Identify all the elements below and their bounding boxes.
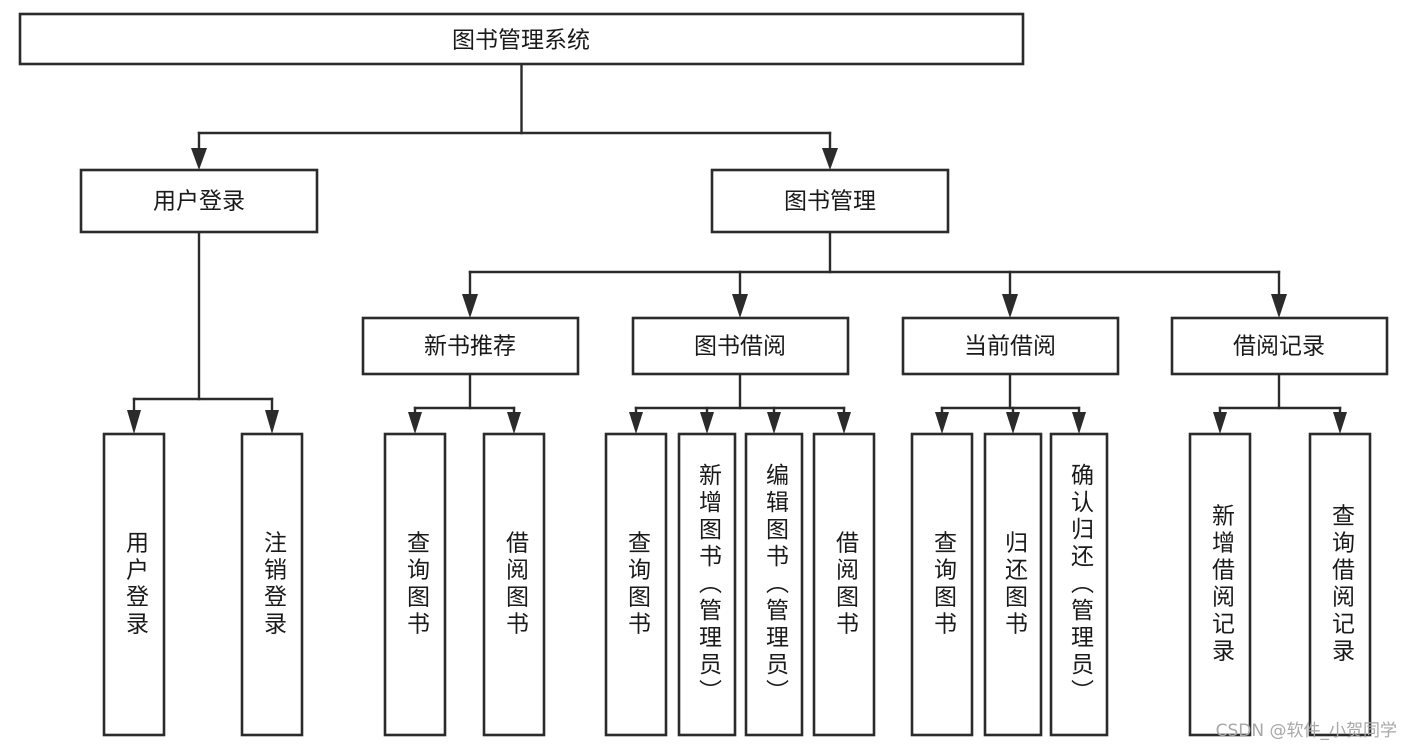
- arrowhead-to-user-login: [191, 148, 207, 170]
- borrow-record-label: 借阅记录: [1233, 334, 1325, 360]
- arrowhead-to-new-book: [462, 294, 478, 318]
- connector-group-record-to-leaves: [1213, 372, 1347, 434]
- leaf-node-borrow-book-nb[interactable]: 借阅图书: [482, 432, 546, 737]
- arrowhead-to-current: [1002, 294, 1018, 318]
- leaf-box-add-borrow-record: [1188, 432, 1252, 737]
- leaf-label-borrow-book-bw: 借阅图书: [832, 531, 860, 639]
- leaf-label-logout: 注销登录: [260, 531, 288, 639]
- node-new-book-recommend[interactable]: 新书推荐: [361, 316, 580, 376]
- leaf-box-borrow-book-nb: [482, 432, 546, 737]
- arrowhead-nb-leaf-1: [408, 412, 422, 434]
- node-root-system[interactable]: 图书管理系统: [18, 12, 1025, 66]
- leaf-node-user-login[interactable]: 用户登录: [102, 432, 166, 737]
- book-management-label: 图书管理: [784, 189, 876, 215]
- leaf-box-logout: [240, 432, 304, 737]
- arrowhead-cu-leaf-1: [935, 412, 949, 434]
- node-book-management[interactable]: 图书管理: [710, 168, 950, 234]
- leaf-node-edit-book-admin[interactable]: 编辑图书（管理员）: [744, 432, 804, 737]
- leaf-node-borrow-book-bw[interactable]: 借阅图书: [812, 432, 876, 737]
- leaf-box-query-book-nb: [383, 432, 447, 737]
- connector-group-current-to-leaves: [935, 372, 1086, 434]
- leaf-node-logout[interactable]: 注销登录: [240, 432, 304, 737]
- leaf-node-return-book[interactable]: 归还图书: [983, 432, 1043, 737]
- leaf-box-edit-book-admin: [744, 432, 804, 737]
- leaf-box-borrow-book-bw: [812, 432, 876, 737]
- current-borrow-label: 当前借阅: [964, 334, 1056, 360]
- arrowhead-bw-leaf-2: [700, 412, 714, 434]
- leaf-label-add-book-admin: 新增图书（管理员）: [695, 463, 723, 706]
- arrowhead-rc-leaf-1: [1213, 412, 1227, 434]
- leaf-box-query-book-cu: [910, 432, 974, 737]
- connector-group-user-login-to-leaves: [127, 230, 279, 434]
- arrowhead-cu-leaf-2: [1006, 412, 1020, 434]
- root-label: 图书管理系统: [452, 28, 590, 54]
- borrow-record-box: [1170, 316, 1389, 376]
- arrowhead-to-book-manage: [822, 148, 838, 170]
- leaf-label-query-book-bw: 查询图书: [624, 531, 652, 639]
- leaf-node-query-book-cu[interactable]: 查询图书: [910, 432, 974, 737]
- arrowhead-leaf-logout: [265, 410, 279, 434]
- arrowhead-to-borrow: [732, 294, 748, 318]
- leaf-box-query-book-bw: [604, 432, 668, 737]
- book-borrow-label: 图书借阅: [694, 334, 786, 360]
- arrowhead-bw-leaf-3: [767, 412, 781, 434]
- leaf-label-query-borrow-record: 查询借阅记录: [1328, 504, 1356, 666]
- leaf-label-user-login: 用户登录: [122, 531, 150, 639]
- leaf-label-confirm-return-admin: 确认归还（管理员）: [1067, 463, 1095, 706]
- leaf-node-confirm-return-admin[interactable]: 确认归还（管理员）: [1049, 432, 1109, 737]
- new-book-recommend-label: 新书推荐: [424, 334, 516, 360]
- new-book-recommend-box: [361, 316, 580, 376]
- book-borrow-box: [631, 316, 850, 376]
- leaf-label-borrow-book-nb: 借阅图书: [502, 531, 530, 639]
- leaf-label-query-book-cu: 查询图书: [930, 531, 958, 639]
- node-current-borrow[interactable]: 当前借阅: [901, 316, 1120, 376]
- leaf-node-query-book-nb[interactable]: 查询图书: [383, 432, 447, 737]
- user-login-label: 用户登录: [153, 189, 245, 215]
- arrowhead-bw-leaf-4: [837, 412, 851, 434]
- arrowhead-leaf-user-login: [127, 410, 141, 434]
- leaf-box-return-book: [983, 432, 1043, 737]
- node-borrow-record[interactable]: 借阅记录: [1170, 316, 1389, 376]
- leaf-node-add-borrow-record[interactable]: 新增借阅记录: [1188, 432, 1252, 737]
- leaf-node-query-borrow-record[interactable]: 查询借阅记录: [1308, 432, 1372, 737]
- arrowhead-nb-leaf-2: [507, 412, 521, 434]
- current-borrow-box: [901, 316, 1120, 376]
- leaf-label-add-borrow-record: 新增借阅记录: [1208, 504, 1236, 666]
- connector-group-book-manage-to-level3: [462, 230, 1287, 318]
- leaf-label-return-book: 归还图书: [1001, 531, 1029, 639]
- leaf-label-edit-book-admin: 编辑图书（管理员）: [762, 463, 790, 706]
- leaf-box-query-borrow-record: [1308, 432, 1372, 737]
- leaf-node-add-book-admin[interactable]: 新增图书（管理员）: [677, 432, 737, 737]
- connector-group-borrow-to-leaves: [629, 372, 851, 434]
- node-book-borrow[interactable]: 图书借阅: [631, 316, 850, 376]
- node-user-login[interactable]: 用户登录: [79, 168, 319, 234]
- arrowhead-to-record: [1271, 294, 1287, 318]
- leaf-node-query-book-bw[interactable]: 查询图书: [604, 432, 668, 737]
- leaf-box-user-login: [102, 432, 166, 737]
- book-management-box: [710, 168, 950, 234]
- user-login-box: [79, 168, 319, 234]
- connector-group-new-book-to-leaves: [408, 372, 521, 434]
- leaf-box-confirm-return-admin: [1049, 432, 1109, 737]
- connector-group-root-to-level2: [191, 62, 838, 170]
- arrowhead-bw-leaf-1: [629, 412, 643, 434]
- root-box: [18, 12, 1025, 66]
- arrowhead-rc-leaf-2: [1333, 412, 1347, 434]
- leaf-label-query-book-nb: 查询图书: [403, 531, 431, 639]
- arrowhead-cu-leaf-3: [1072, 412, 1086, 434]
- leaf-box-add-book-admin: [677, 432, 737, 737]
